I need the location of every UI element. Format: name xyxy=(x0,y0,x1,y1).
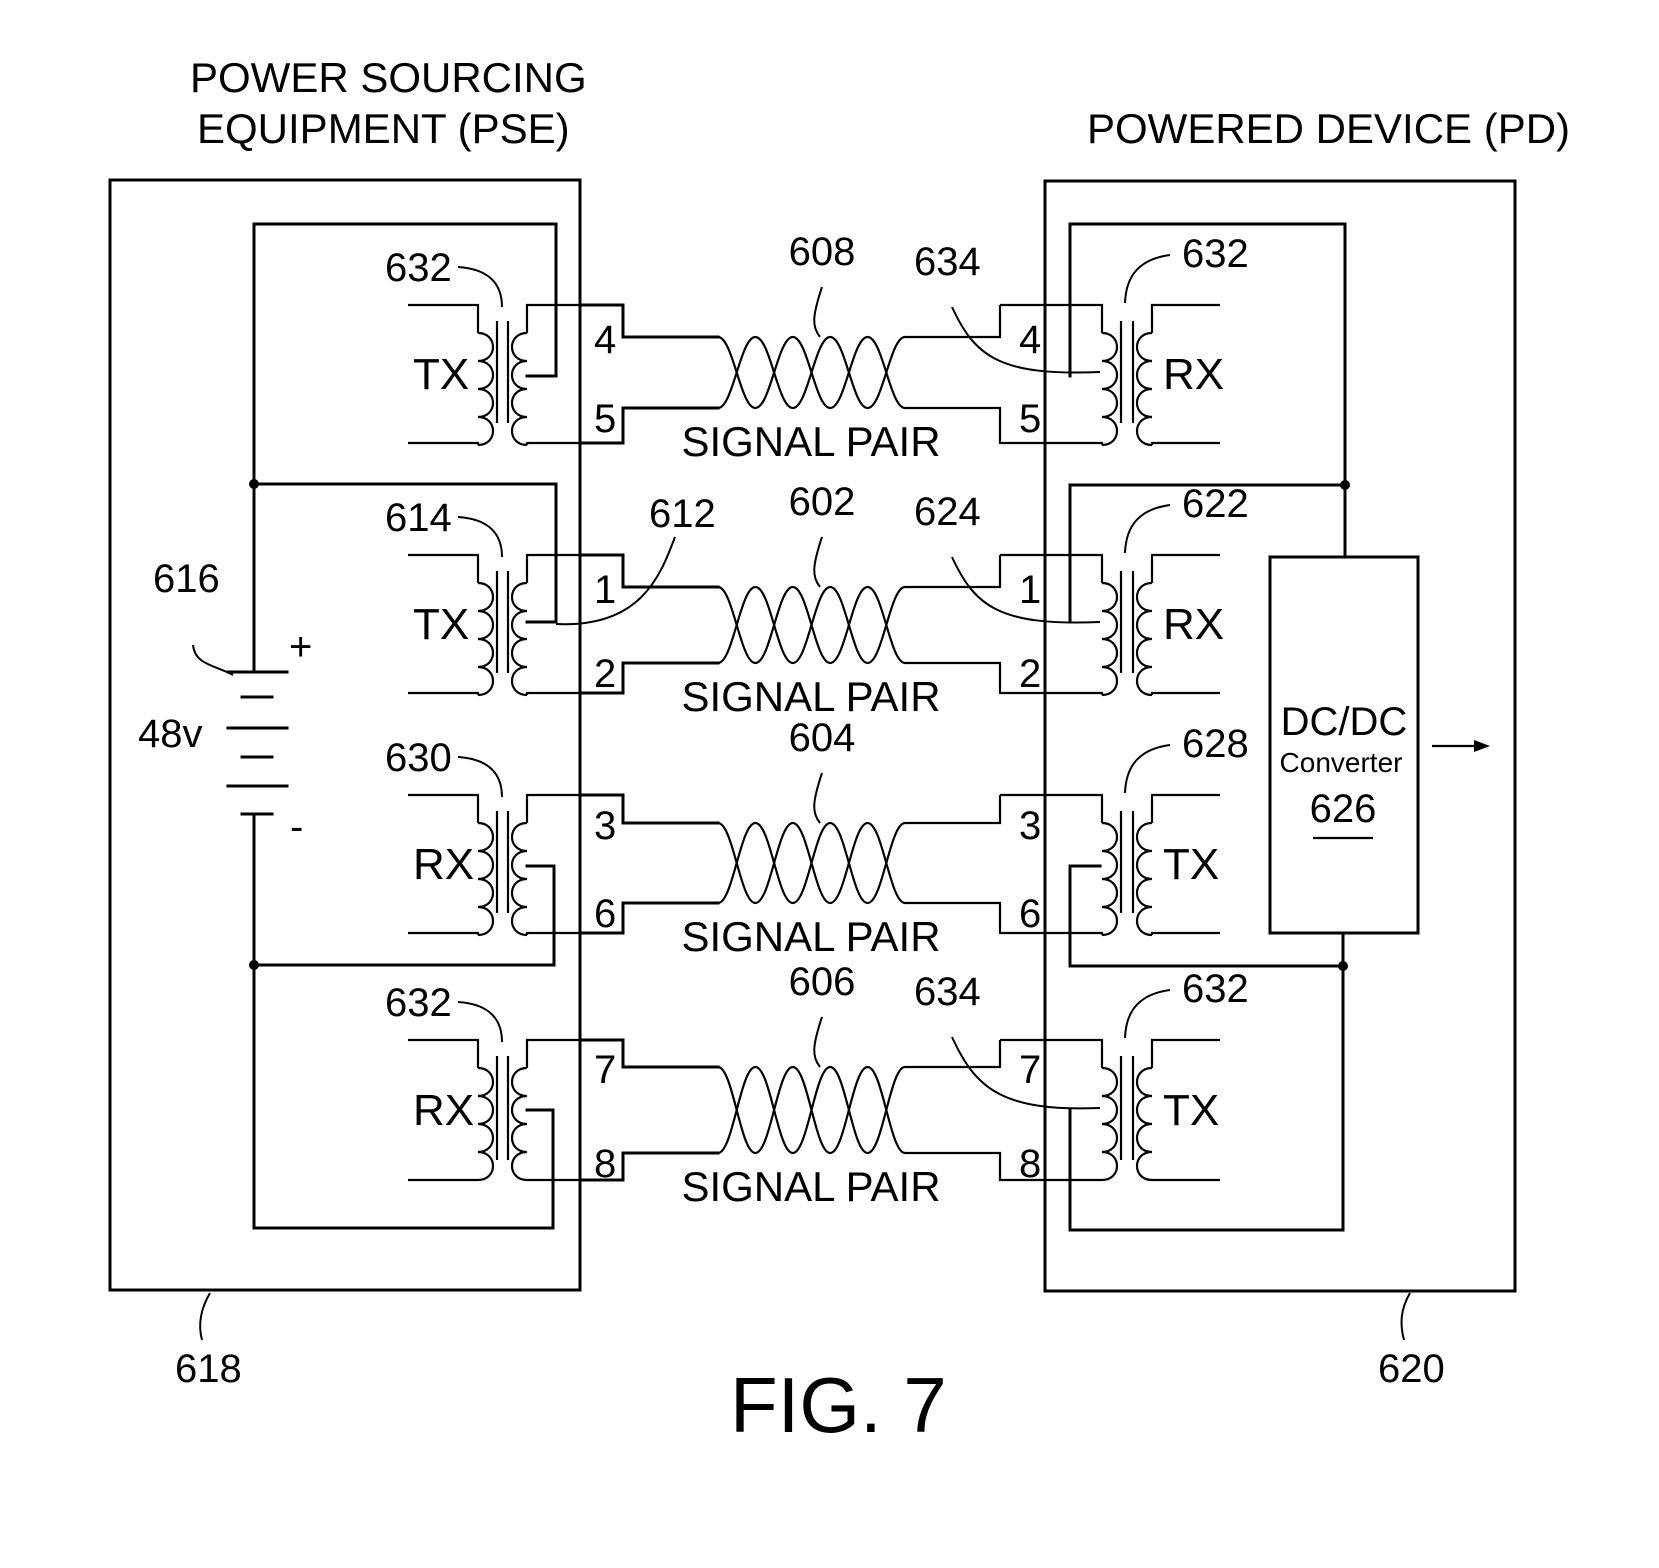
pd-transformer-ref: 622 xyxy=(1182,482,1249,526)
pd-transformer-ref: 632 xyxy=(1182,232,1249,276)
pd-pin-label: 2 xyxy=(1019,652,1041,696)
signal-pair-label: SIGNAL PAIR xyxy=(681,418,940,465)
pd-transformer-ref: 632 xyxy=(1182,967,1249,1011)
pd-connector-leader xyxy=(951,1036,1101,1110)
pd-transformer-ref: 628 xyxy=(1182,722,1249,766)
battery-ref: 616 xyxy=(153,557,220,601)
pse-transformer-ref: 630 xyxy=(385,736,452,780)
pd-loop-1-2 xyxy=(1068,222,1347,624)
dcdc-ref: 626 xyxy=(1310,787,1377,831)
pse-pin-label: 2 xyxy=(594,652,616,696)
pd-ref-leader xyxy=(1400,1292,1411,1341)
pse-pin-label: 8 xyxy=(594,1142,616,1186)
pse-title-line2: EQUIPMENT (PSE) xyxy=(197,105,570,152)
battery-minus: - xyxy=(290,805,303,849)
battery-plus: + xyxy=(289,625,312,669)
pse-box xyxy=(108,178,582,1292)
signal-pair-ref: 604 xyxy=(789,716,856,760)
dcdc-converter-box xyxy=(1268,555,1420,935)
pd-title: POWERED DEVICE (PD) xyxy=(1087,105,1570,152)
dcdc-label: DC/DC xyxy=(1281,700,1408,744)
pd-pin-label: 3 xyxy=(1019,804,1041,848)
junction-dot xyxy=(1338,961,1348,971)
pd-connector-ref: 624 xyxy=(914,490,981,534)
dcdc-sublabel: Converter xyxy=(1280,747,1403,778)
pse-ref: 618 xyxy=(175,1347,242,1391)
pd-pin-label: 6 xyxy=(1019,892,1041,936)
pd-connector-ref: 634 xyxy=(914,240,981,284)
pse-transformer-ref: 632 xyxy=(385,981,452,1025)
pse-connector-ref: 612 xyxy=(649,492,716,536)
pse-transformer-ref: 614 xyxy=(385,496,452,540)
pd-transformer-role: RX xyxy=(1163,600,1224,649)
pse-title-line1: POWER SOURCING xyxy=(190,54,587,101)
pse-ref-leader xyxy=(199,1292,211,1341)
pse-transformer-role: TX xyxy=(413,600,469,649)
signal-pair-ref: 606 xyxy=(789,960,856,1004)
pse-pin-label: 1 xyxy=(594,568,616,612)
output-arrow-icon xyxy=(1432,740,1490,752)
pd-connector-leader xyxy=(951,306,1101,374)
junction-dot xyxy=(1340,480,1350,490)
pse-pin-label: 6 xyxy=(594,892,616,936)
pd-connector-leader xyxy=(951,556,1101,624)
battery-symbol xyxy=(192,644,289,816)
signal-pair-ref: 608 xyxy=(789,230,856,274)
pd-pin-label: 7 xyxy=(1019,1048,1041,1092)
pd-pin-label: 4 xyxy=(1019,318,1041,362)
battery-voltage: 48v xyxy=(138,712,203,756)
signal-pair-ref: 602 xyxy=(789,480,856,524)
pse-pin-label: 7 xyxy=(594,1048,616,1092)
pd-loop-3-4 xyxy=(1068,864,1345,1232)
figure-caption: FIG. 7 xyxy=(730,1361,947,1449)
pd-connector-ref: 634 xyxy=(914,970,981,1014)
pd-transformer-role: TX xyxy=(1163,1086,1219,1135)
pse-pin-label: 5 xyxy=(594,397,616,441)
pse-transformer-role: RX xyxy=(413,840,474,889)
pse-power-bus xyxy=(249,222,259,1230)
signal-pair-label: SIGNAL PAIR xyxy=(681,1163,940,1210)
signal-pair-label: SIGNAL PAIR xyxy=(681,913,940,960)
junction-dot xyxy=(249,479,259,489)
pse-pin-label: 4 xyxy=(594,318,616,362)
pd-pin-label: 8 xyxy=(1019,1142,1041,1186)
pd-power-bus xyxy=(1338,222,1350,1232)
pse-connector-leader xyxy=(555,536,676,626)
pd-pin-label: 5 xyxy=(1019,397,1041,441)
junction-dot xyxy=(249,960,259,970)
pd-transformer-role: RX xyxy=(1163,350,1224,399)
pd-transformer-role: TX xyxy=(1163,840,1219,889)
pse-transformer-ref: 632 xyxy=(385,246,452,290)
pse-loop-3 xyxy=(252,864,556,967)
pd-box xyxy=(1043,179,1517,1293)
pse-loop-2 xyxy=(525,482,558,624)
pse-transformer-role: RX xyxy=(413,1086,474,1135)
signal-pair-label: SIGNAL PAIR xyxy=(681,673,940,720)
pd-ref: 620 xyxy=(1378,1347,1445,1391)
pd-pin-label: 1 xyxy=(1019,568,1041,612)
pse-pin-label: 3 xyxy=(594,804,616,848)
pse-transformer-role: TX xyxy=(413,350,469,399)
